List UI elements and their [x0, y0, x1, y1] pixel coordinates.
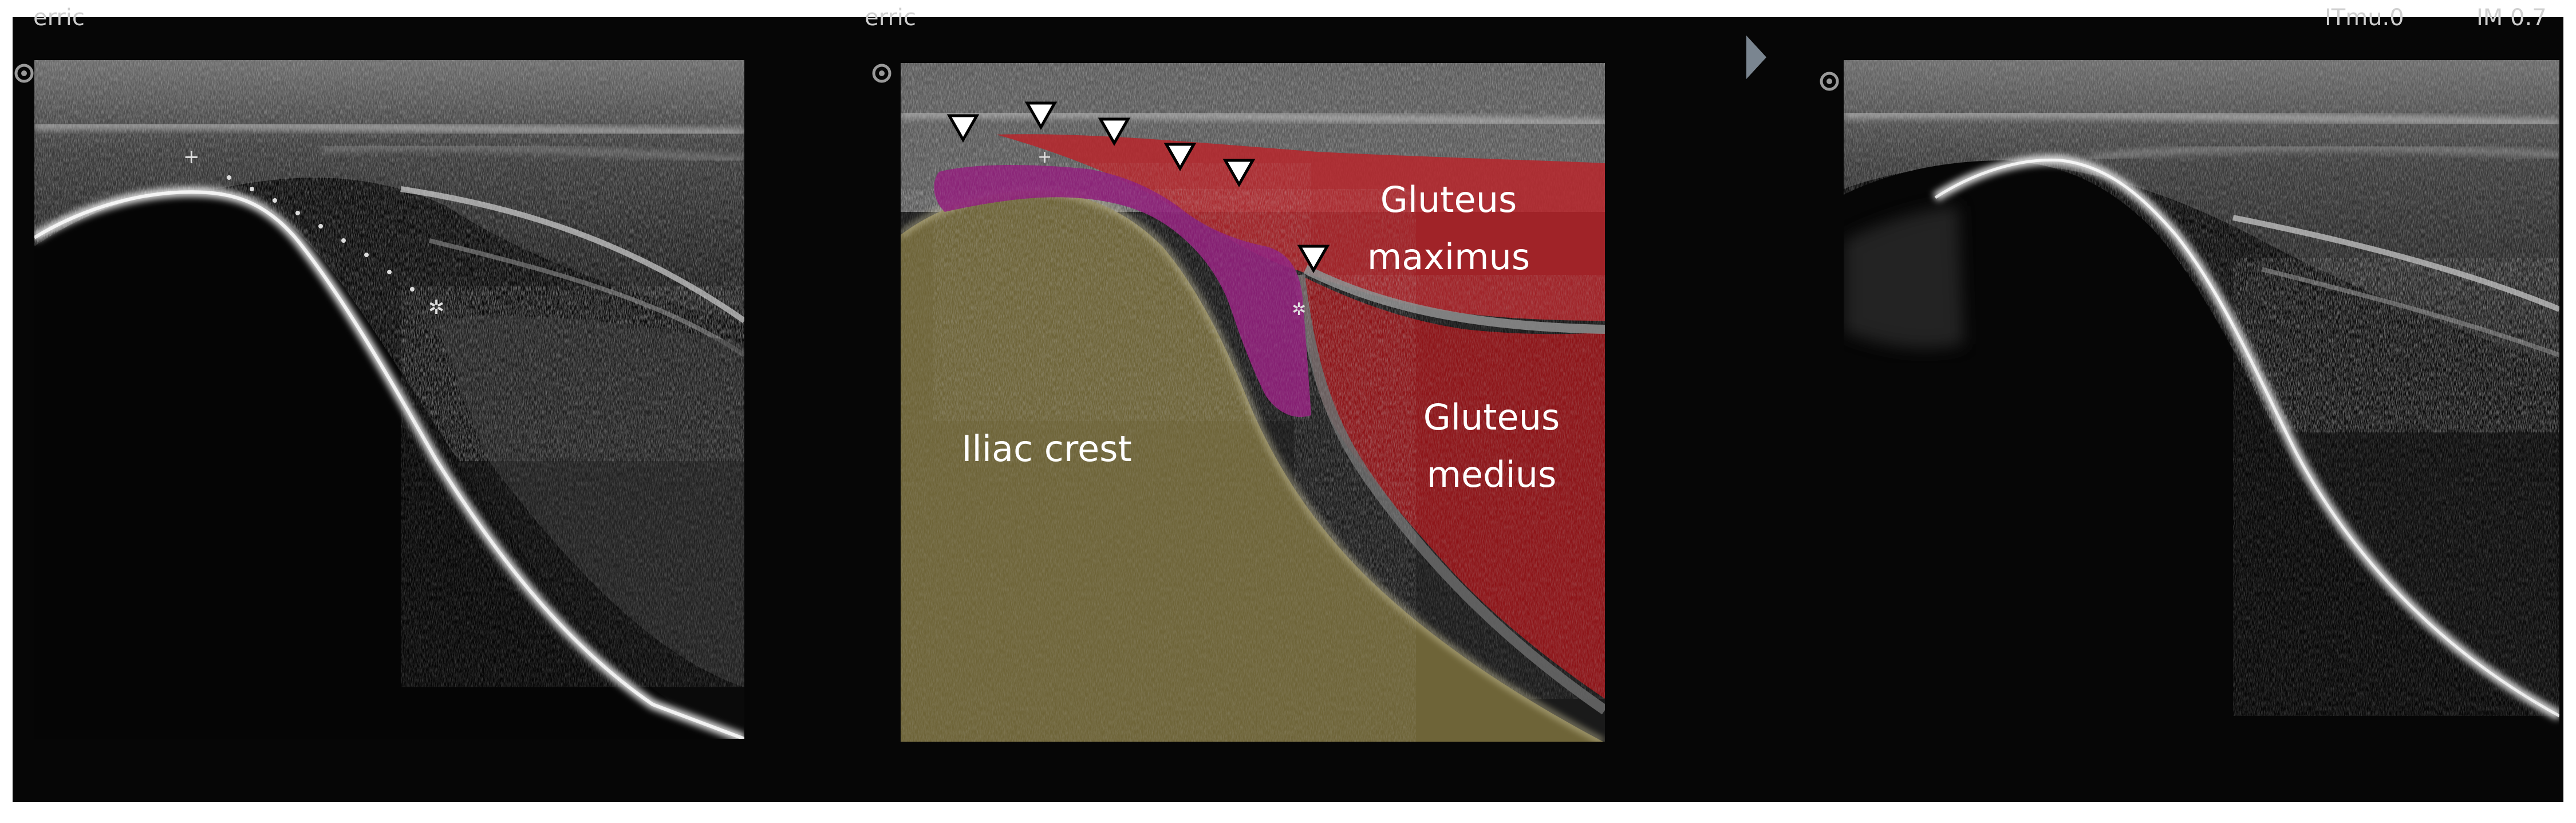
- probe-marker-icon: [1820, 72, 1839, 91]
- panel-left-header: erric: [33, 5, 85, 31]
- caliper-start-icon: +: [1037, 147, 1052, 167]
- arrowhead-icon: [1163, 143, 1197, 172]
- panel-right-header-left: ITmu.0: [2325, 5, 2404, 31]
- panel-middle-header: erric: [865, 5, 916, 31]
- arrowhead-icon: [1297, 245, 1330, 274]
- label-gluteus-maximus-line2: maximus: [1367, 236, 1530, 278]
- arrowhead-icon: [1098, 117, 1131, 147]
- probe-marker-dot-icon: [1827, 78, 1832, 84]
- arrowhead-icon: [1222, 159, 1256, 188]
- caliper-end-icon: ✲: [1292, 300, 1306, 320]
- panel-right: ITmu.0 IM 0.7: [1746, 5, 2559, 742]
- label-gluteus-medius-line2: medius: [1427, 454, 1557, 495]
- probe-marker-icon: [14, 64, 34, 83]
- caliper-dots: + ✲: [183, 145, 445, 319]
- play-triangle-icon: [1746, 36, 1766, 79]
- arrowhead-icon: [946, 114, 980, 143]
- panel-right-header-right: IM 0.7: [2476, 5, 2547, 31]
- label-iliac-crest: Iliac crest: [961, 428, 1132, 470]
- panel-left: erric +: [14, 5, 744, 739]
- label-gluteus-maximus-line1: Gluteus: [1380, 179, 1517, 220]
- svg-text:+: +: [183, 145, 200, 168]
- probe-marker-icon: [872, 64, 891, 83]
- probe-marker-dot-icon: [21, 70, 27, 76]
- svg-text:✲: ✲: [428, 296, 445, 319]
- arrowhead-icon: [1024, 101, 1058, 131]
- arrowhead-markers: [946, 101, 1330, 274]
- label-gluteus-medius-line1: Gluteus: [1423, 396, 1560, 438]
- panel-middle: erric: [865, 5, 1605, 742]
- probe-marker-dot-icon: [879, 70, 885, 76]
